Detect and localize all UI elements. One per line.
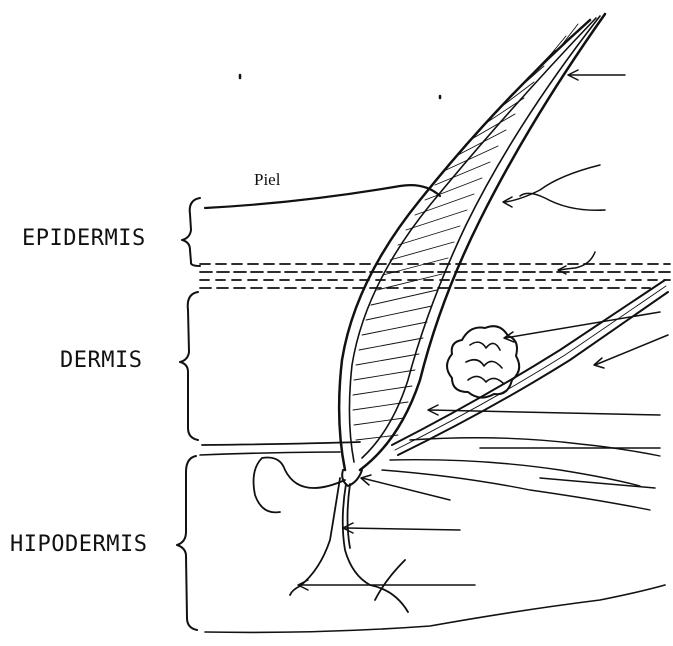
hipodermis-label: HIPODERMIS	[10, 532, 147, 557]
arrow-4	[558, 252, 595, 274]
skin-label: Piel	[254, 170, 280, 190]
hipodermis-top-line	[200, 452, 340, 455]
dermis-brace	[180, 292, 198, 440]
hair-bulb	[342, 470, 362, 486]
skin-surface-line	[205, 185, 440, 208]
arrow-6	[594, 335, 668, 368]
arrow-12	[540, 478, 655, 488]
hipodermis-bottom-line	[205, 585, 665, 632]
arrector-pili-muscle	[392, 280, 668, 455]
epidermis-label: EPIDERMIS	[22, 226, 146, 251]
arrow-9	[343, 523, 460, 533]
hair-roots	[254, 458, 408, 613]
arrow-3	[520, 193, 605, 210]
epidermis-brace	[182, 198, 200, 266]
scan-specks	[240, 75, 440, 98]
dermis-label: DERMIS	[60, 348, 142, 373]
dermis-lower-line	[202, 442, 360, 445]
arrow-5	[504, 312, 660, 342]
hipodermis-brace	[177, 456, 197, 630]
arrow-8	[361, 475, 450, 500]
arrow-1	[568, 70, 625, 80]
